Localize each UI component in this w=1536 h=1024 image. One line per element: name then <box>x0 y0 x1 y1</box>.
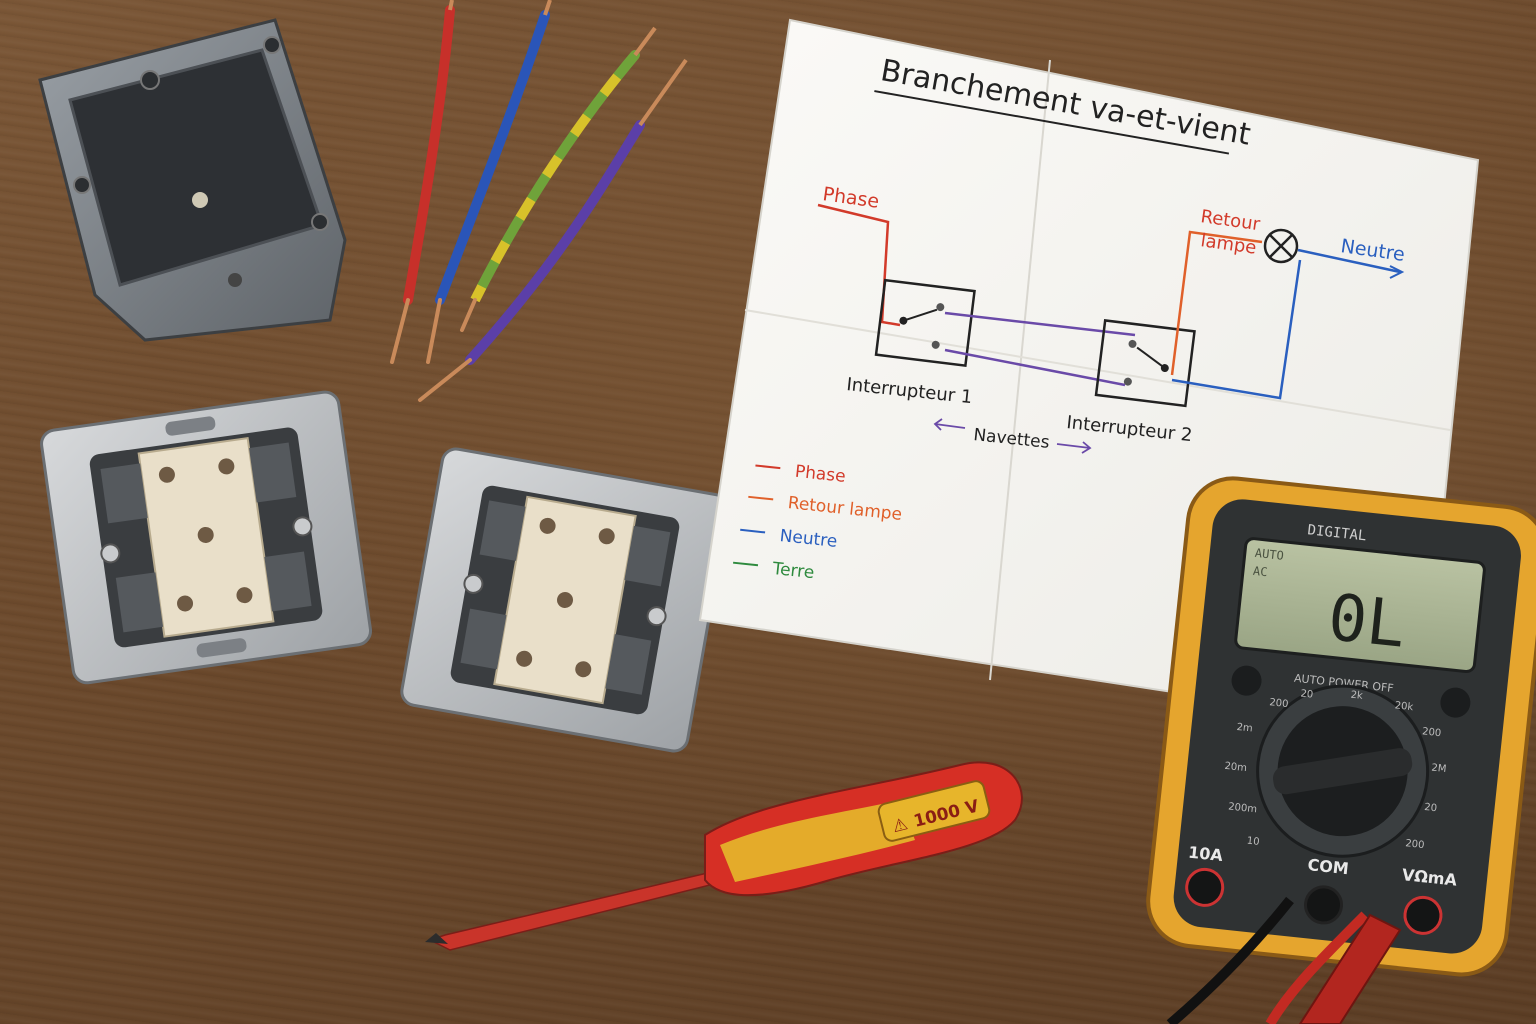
svg-text:20: 20 <box>1300 688 1314 700</box>
switch-1-symbol <box>874 278 976 367</box>
multimeter-right-button[interactable] <box>1439 686 1472 719</box>
port-com-label: COM <box>1307 855 1350 878</box>
blue-wire <box>435 10 550 305</box>
neutre-wire-top <box>1297 248 1401 274</box>
lcd-display <box>1234 537 1486 674</box>
svg-text:20: 20 <box>1424 802 1438 814</box>
svg-text:2k: 2k <box>1350 690 1363 702</box>
red-probe-plug <box>1298 913 1402 1024</box>
multimeter-left-button[interactable] <box>1230 664 1263 697</box>
lamp-symbol <box>1263 228 1299 264</box>
port-vma-jack[interactable] <box>1403 895 1443 936</box>
neutre-wire-return <box>1171 259 1302 400</box>
legend-label-terre: Terre <box>771 559 816 583</box>
switch-mechanism-1 <box>40 390 373 685</box>
multimeter-brand: DIGITAL <box>1307 522 1367 544</box>
phase-wire-line <box>817 203 901 327</box>
red-wire <box>403 5 455 305</box>
screwdriver: ⚠ 1000 V <box>425 761 1023 951</box>
svg-text:20k: 20k <box>1394 700 1414 713</box>
switch-2-symbol <box>1094 319 1196 408</box>
port-10a-jack[interactable] <box>1185 867 1225 908</box>
paper-fold-horizontal <box>744 309 1451 431</box>
legend-item-terre: Terre <box>733 559 816 583</box>
wires-group <box>390 0 688 402</box>
navette-wire-bottom <box>944 348 1126 387</box>
svg-text:200m: 200m <box>1228 801 1258 815</box>
diagram-legend: Phase Retour lampe Neutre Terre <box>733 462 903 583</box>
lcd-mode-ac: AC <box>1252 564 1268 579</box>
lcd-mode-auto: AUTO <box>1254 546 1284 563</box>
svg-text:10: 10 <box>1246 836 1260 848</box>
lcd-reading: 0L <box>1325 581 1409 663</box>
box-screw-hole <box>192 192 208 208</box>
warning-triangle-icon: ⚠ <box>890 814 910 837</box>
navettes-arrow-right <box>1056 443 1091 449</box>
svg-text:200: 200 <box>1422 726 1442 739</box>
port-10a-label: 10A <box>1187 843 1224 866</box>
junction-box <box>38 18 347 342</box>
svg-text:2m: 2m <box>1236 722 1253 735</box>
svg-text:2M: 2M <box>1431 762 1447 775</box>
switch-mechanism-2 <box>400 447 730 753</box>
svg-text:20m: 20m <box>1224 761 1247 774</box>
green-yellow-wire <box>470 50 640 305</box>
svg-text:200: 200 <box>1405 838 1425 851</box>
retour-lampe-wire <box>1170 230 1263 376</box>
svg-text:200: 200 <box>1269 697 1289 710</box>
red-probe-lead <box>1265 911 1369 1024</box>
paper-fold-vertical <box>989 59 1051 681</box>
purple-wire <box>465 120 645 365</box>
screwdriver-shaft <box>428 869 723 951</box>
screwdriver-voltage-badge <box>877 780 991 842</box>
black-probe-lead <box>1166 896 1294 1024</box>
port-com-jack[interactable] <box>1304 885 1344 925</box>
navettes-arrow-left <box>934 423 966 429</box>
